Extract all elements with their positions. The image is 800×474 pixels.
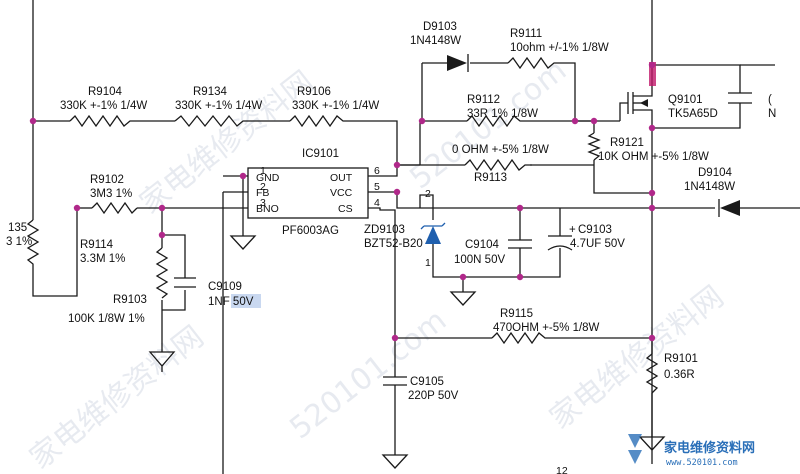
resistor-r9121 bbox=[587, 132, 601, 161]
watermark-text: 家电维修资料网 bbox=[543, 279, 730, 436]
zd9103-pin-2: 2 bbox=[425, 188, 431, 200]
ic-pin-num-5: 5 bbox=[374, 181, 380, 193]
q9101-value: TK5A65D bbox=[668, 108, 718, 120]
r9121-value: 10K OHM +-5% 1/8W bbox=[598, 151, 709, 163]
r9103-value: 100K 1/8W 1% bbox=[68, 313, 145, 325]
r9101-value: 0.36R bbox=[664, 369, 695, 381]
c9105-value: 220P 50V bbox=[408, 390, 459, 402]
site-logo: 家电维修资料网 www.520101.com bbox=[628, 434, 755, 468]
partial-right-1: ( bbox=[768, 94, 772, 106]
r9111-value: 10ohm +/-1% 1/8W bbox=[510, 42, 609, 54]
ic-pin-fb: FB bbox=[256, 187, 269, 199]
watermark-url: 520101.com bbox=[283, 303, 453, 446]
resistor-r9113 bbox=[464, 158, 532, 172]
r9111-ref: R9111 bbox=[510, 28, 542, 40]
ic-pin-num-6: 6 bbox=[374, 165, 380, 177]
resistor-r9112 bbox=[466, 114, 530, 128]
labels: D9103 1N4148W R9111 10ohm +/-1% 1/8W R91… bbox=[6, 21, 776, 474]
r9106-ref: R9106 bbox=[297, 86, 331, 98]
resistor-r9103 bbox=[155, 247, 169, 299]
junction-dots bbox=[29, 61, 656, 342]
d9104-value: 1N4148W bbox=[684, 181, 735, 193]
resistor-r9104 bbox=[69, 114, 135, 128]
ic9101-value: PF6003AG bbox=[282, 225, 339, 237]
partial-left-1: 135 bbox=[8, 222, 27, 234]
resistor-r9114 bbox=[26, 219, 40, 270]
r9114-ref: R9114 bbox=[80, 239, 114, 251]
r9103-ref: R9103 bbox=[113, 294, 147, 306]
diode-d9104 bbox=[718, 199, 740, 217]
c9104-value: 100N 50V bbox=[454, 254, 505, 266]
r9102-ref: R9102 bbox=[90, 174, 124, 186]
watermark: 家电维修资料网 520101.com 家电维修资料网 520101.com 家电… bbox=[23, 53, 730, 474]
c9109-ref: C9109 bbox=[208, 281, 242, 293]
c9109-value: 1NF 50V bbox=[208, 296, 254, 308]
capacitor-c9103 bbox=[547, 235, 573, 251]
r9106-value: 330K +-1% 1/4W bbox=[292, 100, 379, 112]
diode-d9103 bbox=[447, 54, 469, 72]
ic-pin-vcc: VCC bbox=[330, 187, 353, 199]
mosfet-q9101 bbox=[640, 62, 656, 107]
r9113-value: 0 OHM +-5% 1/8W bbox=[452, 144, 549, 156]
resistor-r9111 bbox=[507, 56, 560, 70]
resistor-r9115 bbox=[491, 331, 550, 345]
q9101-ref: Q9101 bbox=[668, 94, 703, 106]
r9114-value: 3.3M 1% bbox=[80, 253, 125, 265]
zd9103-value: BZT52-B20 bbox=[364, 238, 423, 250]
d9103-value: 1N4148W bbox=[410, 35, 461, 47]
zd9103-pin-1: 1 bbox=[425, 257, 431, 269]
ic-pin-cs: CS bbox=[338, 203, 353, 215]
r9134-ref: R9134 bbox=[193, 86, 227, 98]
r9115-ref: R9115 bbox=[500, 308, 533, 320]
d9103-ref: D9103 bbox=[423, 21, 457, 33]
c9103-value: 4.7UF 50V bbox=[570, 238, 625, 250]
ic-pin-gnd: GND bbox=[256, 172, 280, 184]
watermark-text: 家电维修资料网 bbox=[23, 319, 210, 474]
resistor-r9134 bbox=[174, 114, 250, 128]
ic-pin-num-1: 1 bbox=[260, 165, 266, 177]
logo-text: 家电维修资料网 bbox=[664, 440, 755, 456]
d9104-ref: D9104 bbox=[698, 167, 732, 179]
r9112-ref: R9112 bbox=[467, 94, 500, 106]
resistor-r9102 bbox=[91, 201, 138, 215]
c9105-ref: C9105 bbox=[410, 376, 444, 388]
partial-left-2: 3 1% bbox=[6, 236, 32, 248]
capacitor-c9104 bbox=[508, 239, 532, 249]
r9121-ref: R9121 bbox=[610, 137, 644, 149]
logo-url: www.520101.com bbox=[666, 458, 738, 468]
r9115-value: 470OHM +-5% 1/8W bbox=[493, 322, 600, 334]
capacitor-c91xx bbox=[728, 92, 752, 104]
resistor-r9106 bbox=[289, 114, 345, 128]
capacitor-c9109 bbox=[174, 277, 196, 288]
r9113-ref: R9113 bbox=[474, 172, 507, 184]
wires bbox=[32, 0, 800, 474]
r9104-ref: R9104 bbox=[88, 86, 122, 98]
ic9101-body bbox=[247, 167, 369, 219]
ground-symbols bbox=[148, 235, 666, 469]
c9104-ref: C9104 bbox=[465, 239, 499, 251]
zener-zd9103 bbox=[420, 222, 446, 244]
ic-pin-num-2: 2 bbox=[260, 181, 266, 193]
resistor-r9101 bbox=[645, 353, 659, 394]
r9104-value: 330K +-1% 1/4W bbox=[60, 100, 147, 112]
c9103-polarity: + bbox=[569, 224, 576, 236]
r9112-value: 33R 1% 1/8W bbox=[467, 108, 538, 120]
ic9101-ref: IC9101 bbox=[302, 148, 339, 160]
r9134-value: 330K +-1% 1/4W bbox=[175, 100, 262, 112]
zd9103-ref: ZD9103 bbox=[364, 224, 405, 236]
ic-pin-num-4: 4 bbox=[374, 197, 380, 209]
r9101-ref: R9101 bbox=[664, 353, 698, 365]
ic-pin-num-3: 3 bbox=[260, 197, 266, 209]
partial-bottom: 12 bbox=[556, 465, 568, 474]
capacitor-c9105 bbox=[383, 376, 407, 386]
r9102-value: 3M3 1% bbox=[90, 188, 132, 200]
partial-right-2: N bbox=[768, 108, 776, 120]
ic-pin-bno: BNO bbox=[256, 203, 279, 215]
ic-pin-out: OUT bbox=[330, 172, 353, 184]
selection-highlight bbox=[231, 294, 261, 308]
c9103-ref: C9103 bbox=[578, 224, 612, 236]
